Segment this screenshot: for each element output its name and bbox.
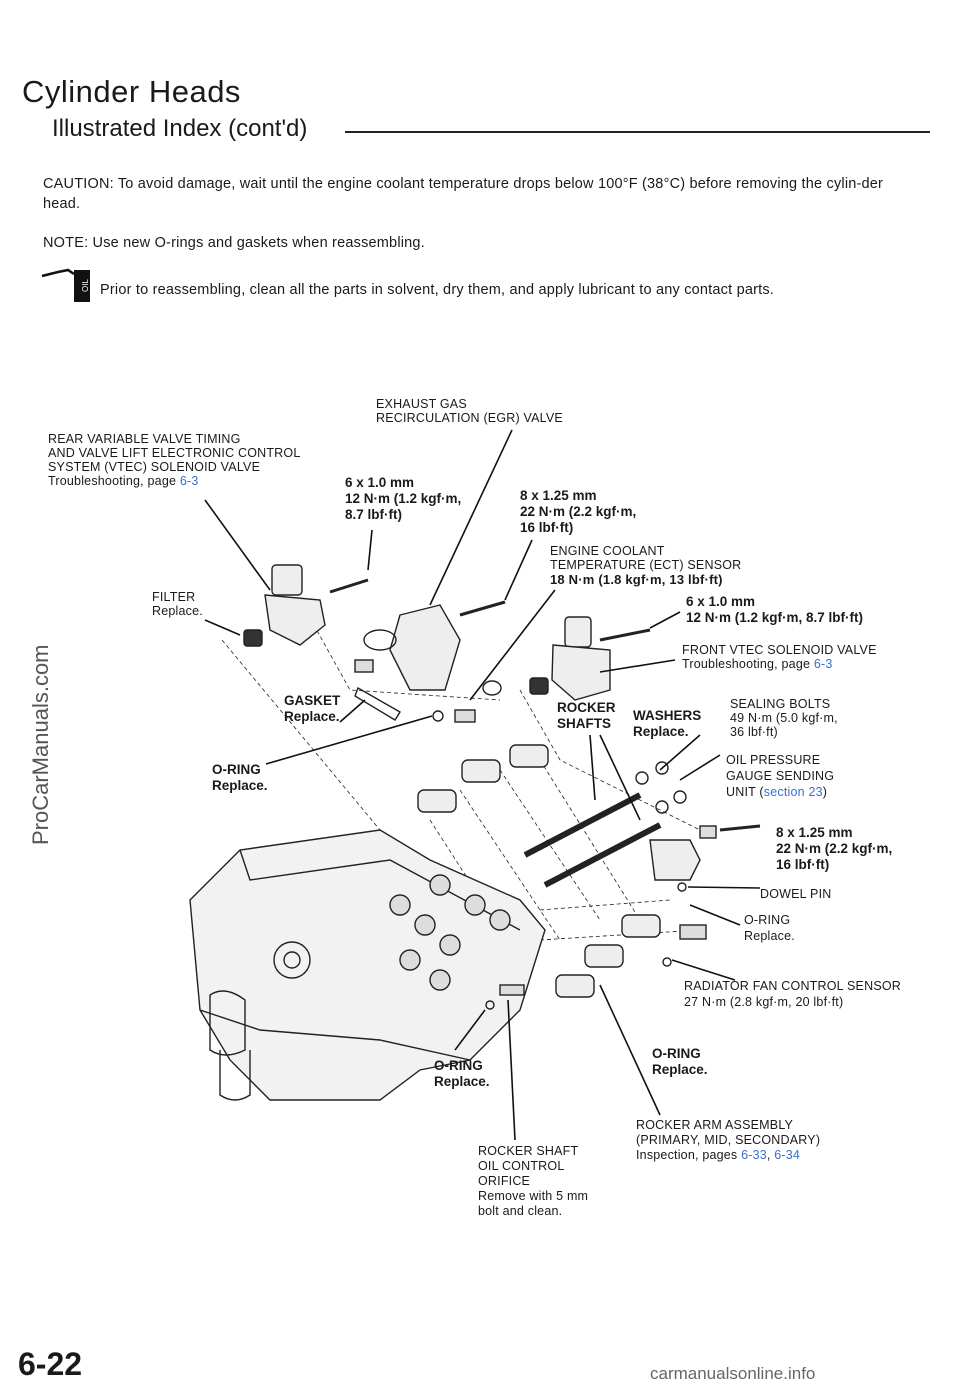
- dowel-pin-label: DOWEL PIN: [760, 887, 832, 901]
- svg-text:OIL: OIL: [81, 279, 90, 292]
- oil-tip-text: Prior to reassembling, clean all the par…: [100, 282, 775, 298]
- page-title: Cylinder Heads: [22, 74, 241, 109]
- oil-pressure-section-link[interactable]: section 23: [763, 785, 823, 799]
- front-vtec-page-link[interactable]: 6-3: [813, 657, 833, 671]
- side-watermark: ProCarManuals.com: [28, 644, 53, 845]
- rear-vtec-page-link[interactable]: 6-3: [179, 474, 199, 488]
- rear-vtec-label: REAR VARIABLE VALVE TIMING AND VALVE LIF…: [48, 432, 301, 488]
- rocker-arm-page-link-2[interactable]: 6-34: [774, 1148, 801, 1162]
- rocker-arm-assembly-label: ROCKER ARM ASSEMBLY(PRIMARY, MID, SECOND…: [636, 1118, 821, 1162]
- caution-text: CAUTION: To avoid damage, wait until the…: [43, 176, 884, 212]
- title-rule: [345, 131, 930, 133]
- front-vtec-label: FRONT VTEC SOLENOID VALVE Troubleshootin…: [682, 643, 877, 671]
- note-text: NOTE: Use new O-rings and gaskets when r…: [43, 235, 425, 251]
- page-number: 6-22: [18, 1346, 83, 1382]
- oil-can-icon: OIL: [40, 268, 92, 304]
- page-subtitle: Illustrated Index (cont'd): [52, 115, 308, 142]
- rocker-arm-page-link-1[interactable]: 6-33: [741, 1148, 767, 1162]
- footer-watermark: carmanualsonline.info: [650, 1364, 816, 1383]
